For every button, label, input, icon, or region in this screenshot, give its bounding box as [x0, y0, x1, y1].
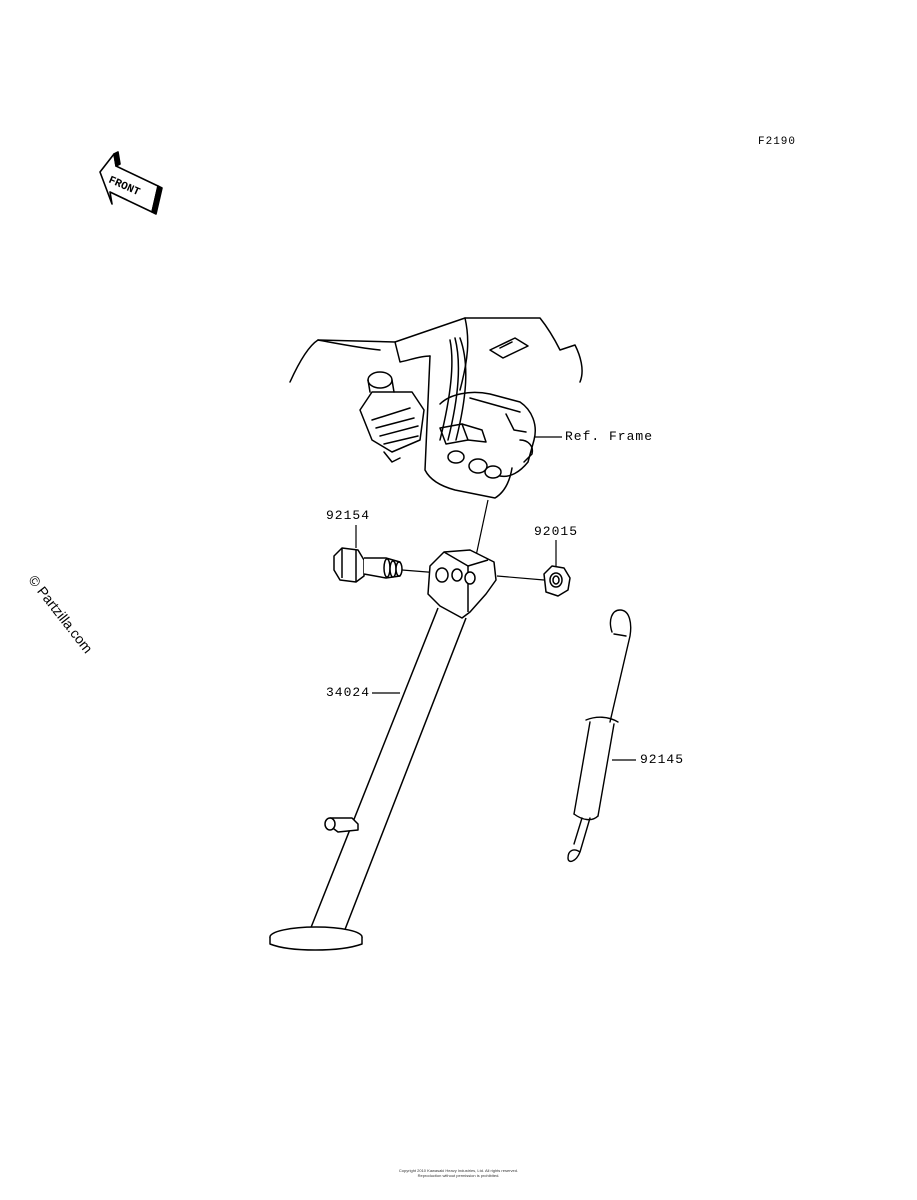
callout-nut: 92015: [534, 524, 579, 539]
leader-lines: [355, 436, 636, 761]
spring-92145: [567, 609, 632, 863]
bolt-92154: [333, 547, 403, 583]
callout-bolt: 92154: [326, 508, 371, 523]
side-stand-34024: [269, 549, 497, 951]
footer-line-1: Copyright 2010 Kawasaki Heavy Industries…: [398, 1168, 519, 1173]
frame-reference: [289, 317, 583, 499]
callout-ref-frame: Ref. Frame: [565, 429, 654, 444]
footer-copyright: Copyright 2010 Kawasaki Heavy Industries…: [300, 1168, 617, 1178]
front-arrow-icon: FRONT: [99, 151, 163, 215]
callout-spring: 92145: [640, 752, 685, 767]
diagram-code: F2190: [758, 136, 797, 148]
footer-line-2: Reproduction without permission is prohi…: [417, 1173, 500, 1178]
callout-stand: 34024: [326, 685, 371, 700]
nut-92015: [543, 565, 571, 597]
